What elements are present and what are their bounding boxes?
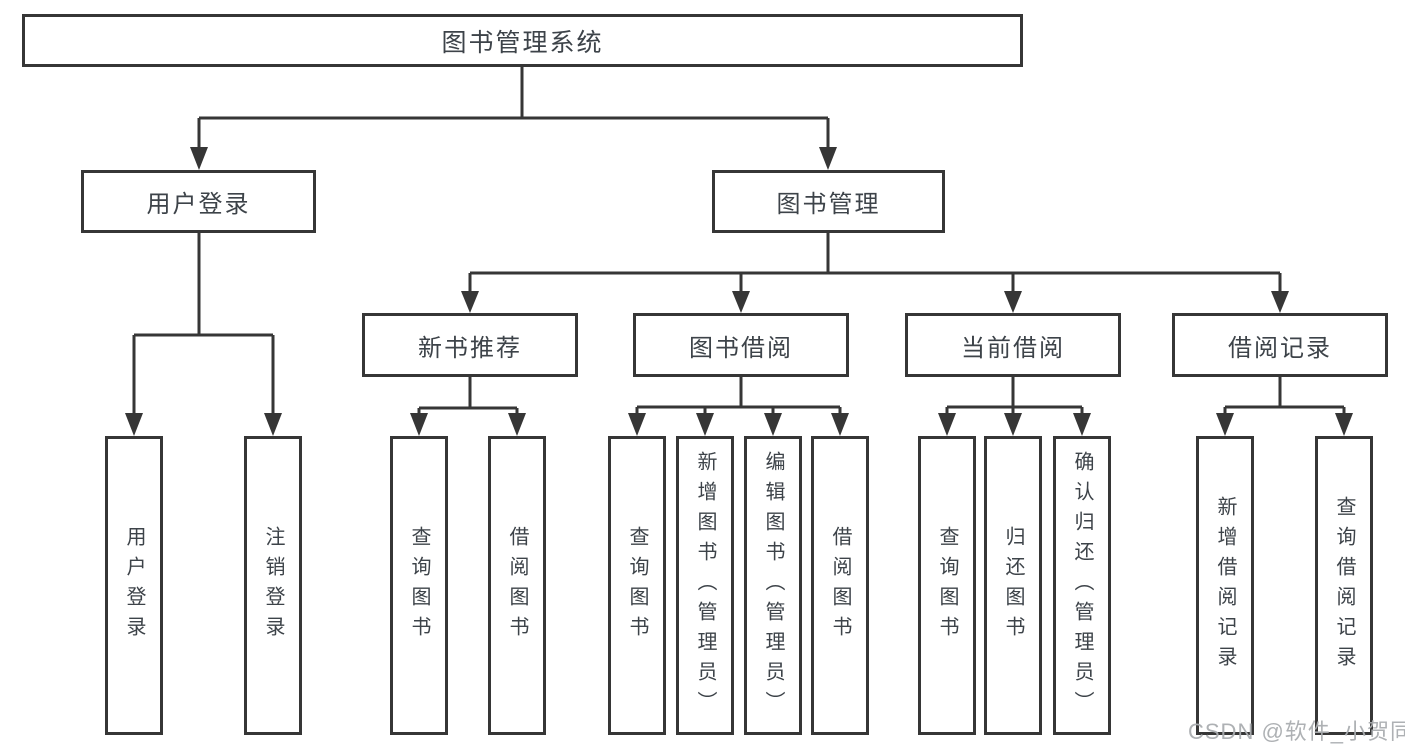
csdn-watermark: CSDN @软件_小贺同学 [1188,719,1405,744]
leaf-add-books-admin-label: 新增图书（管理员） [694,450,716,721]
leaf-query-borrow-record-label: 查询借阅记录 [1333,495,1355,676]
leaf-query-books-label: 查询图书 [408,525,430,646]
leaf-query-books: 查询图书 [918,436,976,735]
leaf-query-books: 查询图书 [390,436,448,735]
node-user-login-label: 用户登录 [146,191,251,218]
leaf-add-borrow-record-label: 新增借阅记录 [1214,495,1236,676]
node-root: 图书管理系统 [22,14,1023,67]
leaf-user-login: 用户登录 [105,436,163,735]
node-book-management-label: 图书管理 [776,191,881,218]
leaf-logout-login: 注销登录 [244,436,302,735]
leaf-user-login-label: 用户登录 [123,525,145,646]
node-book-borrowing: 图书借阅 [633,313,849,377]
leaf-query-borrow-record: 查询借阅记录 [1315,436,1373,735]
leaf-borrow-books: 借阅图书 [811,436,869,735]
connector-current-borrowing [945,377,1084,417]
connector-root [197,67,830,150]
node-borrowing-records: 借阅记录 [1172,313,1388,377]
leaf-logout-login-label: 注销登录 [262,525,284,646]
leaf-borrow-books-label: 借阅图书 [829,525,851,646]
node-new-book-recommend-label: 新书推荐 [418,334,522,362]
connector-book-borrowing [635,377,842,417]
leaf-edit-books-admin: 编辑图书（管理员） [744,436,802,735]
leaf-borrow-books: 借阅图书 [488,436,546,735]
leaf-confirm-return-admin: 确认归还（管理员） [1053,436,1111,735]
leaf-query-books-label: 查询图书 [626,525,648,646]
leaf-query-books: 查询图书 [608,436,666,735]
node-new-book-recommend: 新书推荐 [362,313,578,377]
leaf-query-books-label: 查询图书 [936,525,958,646]
leaf-add-books-admin: 新增图书（管理员） [676,436,734,735]
node-borrowing-records-label: 借阅记录 [1228,334,1332,362]
node-book-borrowing-label: 图书借阅 [689,334,793,362]
node-root-label: 图书管理系统 [441,28,604,57]
node-current-borrowing-label: 当前借阅 [961,334,1065,362]
connector-new-book [417,377,519,417]
leaf-add-borrow-record: 新增借阅记录 [1196,436,1254,735]
leaf-borrow-books-label: 借阅图书 [506,525,528,646]
node-user-login: 用户登录 [81,170,316,233]
leaf-return-books: 归还图书 [984,436,1042,735]
node-book-management: 图书管理 [712,170,945,233]
leaf-edit-books-admin-label: 编辑图书（管理员） [762,450,784,721]
leaf-confirm-return-admin-label: 确认归还（管理员） [1071,450,1093,721]
connector-book-management [468,233,1282,294]
leaf-return-books-label: 归还图书 [1002,525,1024,646]
connector-borrow-records [1223,377,1346,417]
node-current-borrowing: 当前借阅 [905,313,1121,377]
connector-user-login [132,233,275,417]
